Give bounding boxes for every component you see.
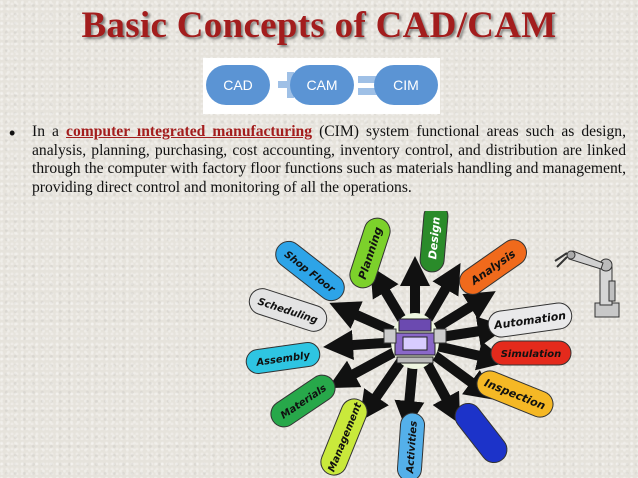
analysis-bubble: Analysis: [459, 239, 527, 295]
cim-keyword: computer ıntegrated manufacturing: [66, 123, 313, 140]
activities-label: Activities: [405, 421, 420, 475]
blue-wedge-bubble: [454, 402, 508, 464]
slide-title: Basic Concepts of CAD/CAM: [81, 5, 557, 46]
cim-description: In a computer ıntegrated manufacturing (…: [32, 123, 626, 197]
computer-icon: [383, 313, 447, 369]
design-label: Design: [426, 216, 443, 260]
cad-cam-cim-equation: CAD CAM CIM: [203, 58, 440, 114]
bullet-prefix: In a: [32, 123, 67, 140]
simulation-label: Simulation: [501, 349, 562, 360]
cim-pill: CIM: [374, 65, 438, 105]
scheduling-bubble: Scheduling: [248, 288, 328, 332]
planning-bubble: Planning: [349, 217, 391, 289]
cam-pill: CAM: [290, 65, 354, 105]
bullet-marker: •: [9, 123, 16, 143]
equals-icon: [358, 76, 382, 95]
inspection-bubble: Inspection: [476, 370, 554, 418]
design-bubble: Design: [419, 211, 449, 273]
robot-arm-icon: [554, 250, 620, 318]
management-bubble: Management: [320, 398, 368, 476]
materials-bubble: Materials: [270, 374, 336, 428]
automation-bubble: Automation: [487, 302, 573, 338]
cim-diagram: Planning Design Analysis Automation Simu…: [245, 211, 620, 478]
simulation-bubble: Simulation: [490, 340, 572, 366]
assembly-bubble: Assembly: [245, 342, 321, 374]
cad-pill: CAD: [206, 65, 270, 105]
bullet-body: (CIM) system functional areas such as de…: [32, 123, 626, 196]
activities-bubble: Activities: [396, 412, 426, 478]
